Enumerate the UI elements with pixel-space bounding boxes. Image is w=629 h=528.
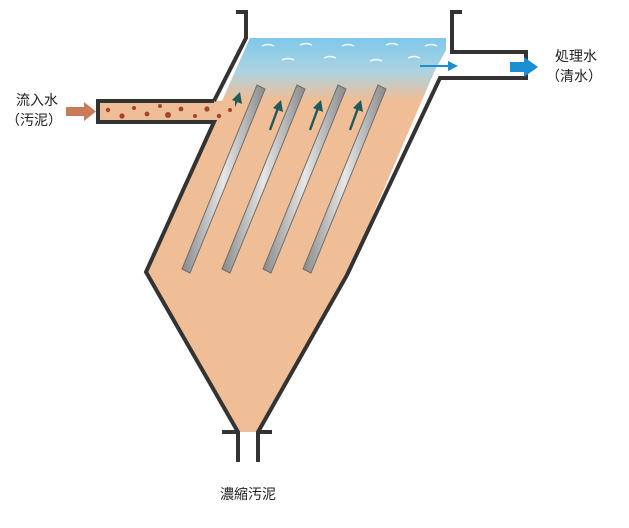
plate-4: [302, 84, 387, 274]
outlet-pipe-top: [450, 10, 526, 54]
sludge-particles: [105, 104, 232, 119]
inclined-plates: [181, 84, 387, 274]
right-wall-hopper: [256, 76, 526, 462]
inflow-sub-label: （汚泥）: [6, 113, 62, 129]
outlet-flow-arrow-icon: [420, 61, 458, 71]
flow-arrow-icon: [268, 100, 283, 131]
left-rim-wall: [212, 10, 248, 102]
left-wall-hopper: [98, 120, 240, 462]
tank-walls: [98, 10, 526, 462]
outlet-pipe-fill: [446, 56, 524, 74]
inlet-pipe-fill: [100, 101, 235, 122]
water-ripples: [261, 42, 438, 62]
outlet-arrow-icon: [510, 57, 538, 77]
plate-1: [181, 84, 266, 274]
outflow-sub-label: （清水）: [546, 69, 602, 85]
inlet-arrow-icon: [66, 102, 96, 121]
inflow-label: 流入水: [16, 93, 58, 109]
outflow-label: 処理水: [555, 49, 597, 65]
flow-arrow-icon: [348, 100, 363, 131]
sludge-label: 濃縮汚泥: [220, 487, 276, 503]
plate-2: [221, 84, 306, 274]
flow-arrow-icon: [308, 100, 323, 131]
plate-3: [262, 84, 347, 274]
